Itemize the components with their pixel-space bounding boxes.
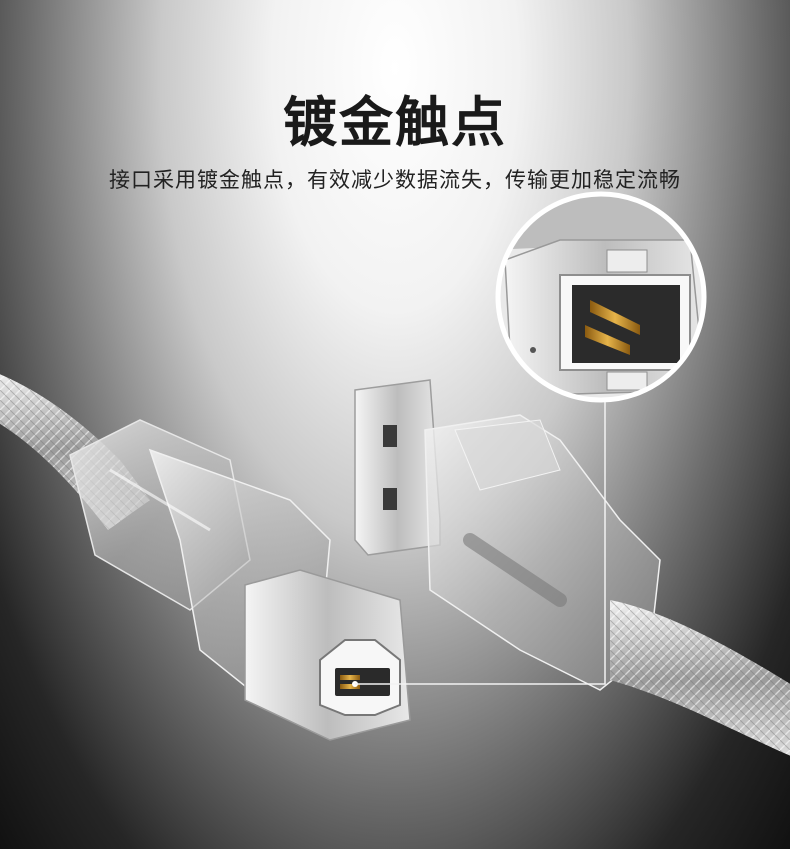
- page-subtitle: 接口采用镀金触点，有效减少数据流失，传输更加稳定流畅: [109, 168, 681, 192]
- usb-b-connector: [69, 419, 411, 741]
- usb-a-connector: [354, 379, 661, 691]
- right-cable: [610, 600, 790, 756]
- zoom-detail-circle: [495, 191, 707, 403]
- callout-line: [355, 398, 606, 685]
- page-title: 镀金触点: [283, 91, 507, 154]
